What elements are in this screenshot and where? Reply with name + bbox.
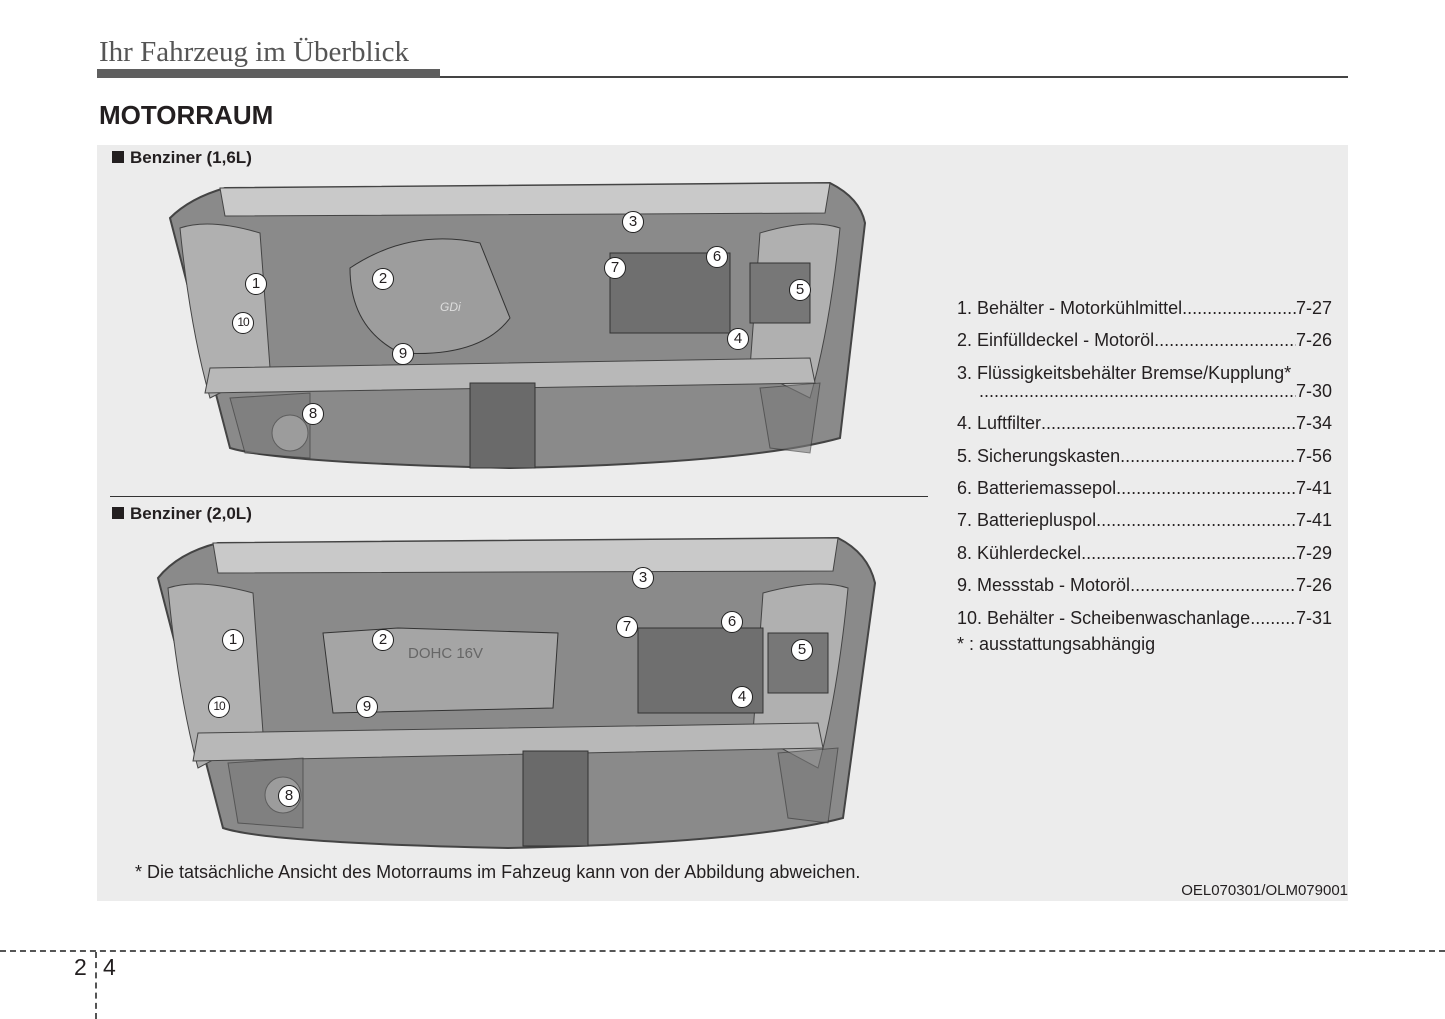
legend-label: 7. Batteriepluspol <box>957 510 1097 531</box>
callout-5: 5 <box>789 279 811 301</box>
legend-item: 1. Behälter - Motorkühlmittel 7-27 <box>957 298 1332 330</box>
legend-item: 9. Messstab - Motoröl 7-26 <box>957 575 1332 607</box>
callout-6: 6 <box>706 246 728 268</box>
legend-page: 7-41 <box>1295 510 1332 531</box>
legend-item: 5. Sicherungskasten 7-56 <box>957 446 1332 478</box>
legend-label: 4. Luftfilter <box>957 413 1042 434</box>
legend-label: 9. Messstab - Motoröl <box>957 575 1131 596</box>
callout-1: 1 <box>245 273 267 295</box>
callout-4: 4 <box>727 328 749 350</box>
legend-page: 7-41 <box>1295 477 1332 498</box>
callout-1: 1 <box>222 629 244 651</box>
legend-page: 7-26 <box>1295 575 1332 596</box>
image-code: OEL070301/OLM079001 <box>1181 882 1348 899</box>
legend-note: * : ausstattungsabhängig <box>957 633 1156 654</box>
engine-cover-label: DOHC 16V <box>408 645 483 662</box>
legend-item: 4. Luftfilter 7-34 <box>957 413 1332 445</box>
legend-item: 3. Flüssigkeitsbehälter Bremse/Kupplung* <box>957 363 1332 388</box>
callout-9: 9 <box>356 696 378 718</box>
chapter-number: 2 <box>74 954 87 980</box>
chapter-title: Ihr Fahrzeug im Überblick <box>99 36 410 68</box>
callout-3: 3 <box>632 567 654 589</box>
figure-subheading: Benziner (2,0L) <box>112 504 252 524</box>
callout-4: 4 <box>731 686 753 708</box>
callout-3: 3 <box>622 211 644 233</box>
callout-7: 7 <box>616 616 638 638</box>
legend-item: 7. Batteriepluspol 7-41 <box>957 510 1332 542</box>
bullet-square-icon <box>112 151 124 163</box>
legend-label: 5. Sicherungskasten <box>957 445 1121 466</box>
legend-label: 8. Kühlerdeckel <box>957 542 1082 563</box>
header-bar <box>97 69 440 78</box>
legend-page: 7-34 <box>1295 413 1332 434</box>
callout-8: 8 <box>302 403 324 425</box>
subheading-text: Benziner (1,6L) <box>130 148 252 167</box>
subheading-text: Benziner (2,0L) <box>130 504 252 523</box>
legend-item-continued: 7-30 <box>957 381 1332 413</box>
figure-footnote: * Die tatsächliche Ansicht des Motorraum… <box>135 862 861 882</box>
legend-item: 8. Kühlerdeckel 7-29 <box>957 543 1332 575</box>
bullet-square-icon <box>112 507 124 519</box>
figure-divider <box>110 496 928 497</box>
callout-9: 9 <box>392 343 414 365</box>
legend-label: 1. Behälter - Motorkühlmittel <box>957 298 1183 318</box>
component-legend: 1. Behälter - Motorkühlmittel 7-27 2. Ein… <box>957 298 1332 666</box>
callout-5: 5 <box>791 639 813 661</box>
legend-label: 2. Einfülldeckel - Motoröl <box>957 330 1155 351</box>
page-number-divider <box>95 952 97 1019</box>
callout-8: 8 <box>278 785 300 807</box>
legend-label: 3. Flüssigkeitsbehälter Bremse/Kupplung* <box>957 362 1292 383</box>
legend-page: 7-27 <box>1295 298 1332 318</box>
legend-page: 7-31 <box>1295 607 1332 628</box>
page-footer-rule <box>0 950 1445 952</box>
legend-page: 7-56 <box>1295 445 1332 466</box>
legend-item: 6. Batteriemassepol 7-41 <box>957 478 1332 510</box>
legend-page: 7-29 <box>1295 542 1332 563</box>
callout-7: 7 <box>604 257 626 279</box>
engine-cover-label: GDi <box>440 300 461 314</box>
legend-page: 7-26 <box>1295 330 1332 351</box>
legend-page: 7-30 <box>1295 380 1332 401</box>
callout-10: 10 <box>208 696 230 718</box>
page-number: 4 <box>103 954 116 980</box>
callout-6: 6 <box>721 611 743 633</box>
engine-bay-illustration-2-0l: DOHC 16V <box>156 536 877 850</box>
figure-subheading: Benziner (1,6L) <box>112 148 252 168</box>
legend-item: 2. Einfülldeckel - Motoröl 7-26 <box>957 330 1332 362</box>
section-title: MOTORRAUM <box>99 100 274 130</box>
callout-10: 10 <box>232 312 254 334</box>
legend-label: 10. Behälter - Scheibenwaschanlage <box>957 607 1251 628</box>
callout-2: 2 <box>372 629 394 651</box>
callout-2: 2 <box>372 268 394 290</box>
legend-label: 6. Batteriemassepol <box>957 477 1117 498</box>
legend-item: 10. Behälter - Scheibenwaschanlage 7-31 <box>957 608 1332 640</box>
header-rule <box>440 76 1348 78</box>
engine-bay-illustration-1-6l: GDi <box>168 181 867 470</box>
